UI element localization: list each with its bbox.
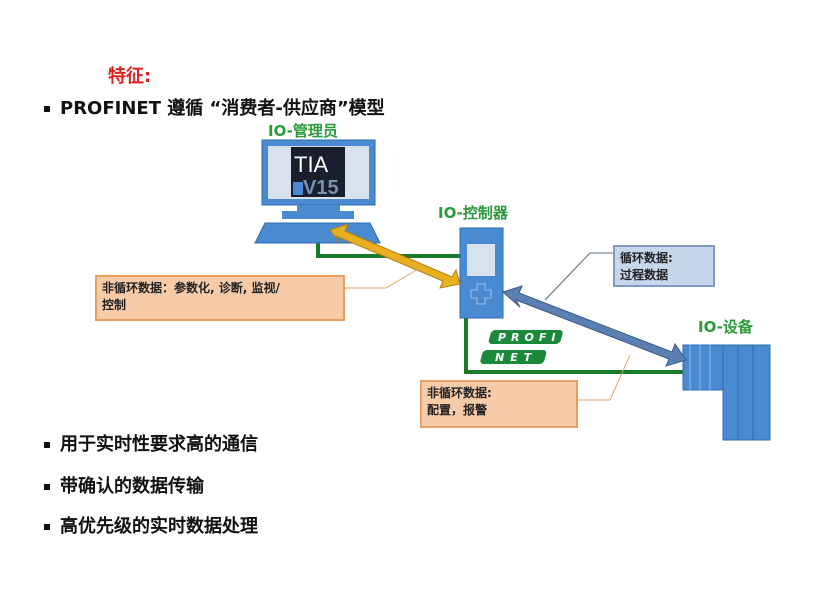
- bullet-text: 高优先级的实时数据处理: [60, 516, 258, 537]
- io-controller-label: IO-控制器: [438, 204, 508, 222]
- callout-line: 配置，报警: [427, 403, 488, 417]
- acyclic-data-callout: 非循环数据：参数化, 诊断, 监视/ 控制: [95, 275, 345, 321]
- cable-supervisor: [316, 240, 462, 258]
- cable-device: [464, 318, 684, 374]
- acyclic-config-callout: 非循环数据: 配置，报警: [420, 380, 578, 428]
- callout-line: 循环数据:: [620, 251, 673, 265]
- bullet-text: PROFINET 遵循 “消费者-供应商”模型: [60, 98, 385, 119]
- pc-icon: TIA V15: [254, 139, 381, 244]
- svg-text:TIA: TIA: [294, 152, 329, 177]
- callout-line: 非循环数据：参数化, 诊断, 监视/: [102, 281, 280, 295]
- bullet-item: 高优先级的实时数据处理: [44, 512, 258, 538]
- callout-line: 过程数据: [620, 268, 669, 282]
- callout-line: 非循环数据:: [427, 386, 492, 400]
- svg-text:NET: NET: [495, 351, 537, 364]
- io-device-icon: [682, 344, 771, 441]
- io-supervisor-label: IO-管理员: [268, 122, 338, 140]
- bullet-text: 带确认的数据传输: [60, 476, 204, 497]
- profinet-logo: PROFI NET: [480, 330, 563, 364]
- callout-line: 控制: [102, 298, 127, 312]
- svg-text:PROFI: PROFI: [498, 331, 561, 344]
- plc-controller-icon: [459, 227, 504, 319]
- bullet-item: 带确认的数据传输: [44, 472, 204, 498]
- section-title: 特征:: [108, 66, 152, 87]
- svg-text:V15: V15: [303, 177, 339, 199]
- acyclic-arrow-icon: [329, 223, 461, 289]
- io-device-label: IO-设备: [698, 318, 753, 336]
- bullet-item: 用于实时性要求高的通信: [44, 430, 258, 456]
- cyclic-data-callout: 循环数据: 过程数据: [613, 245, 715, 287]
- bullet-text: 用于实时性要求高的通信: [60, 434, 258, 455]
- bullet-item: PROFINET 遵循 “消费者-供应商”模型: [44, 94, 385, 120]
- cyclic-arrow-icon: [502, 285, 687, 367]
